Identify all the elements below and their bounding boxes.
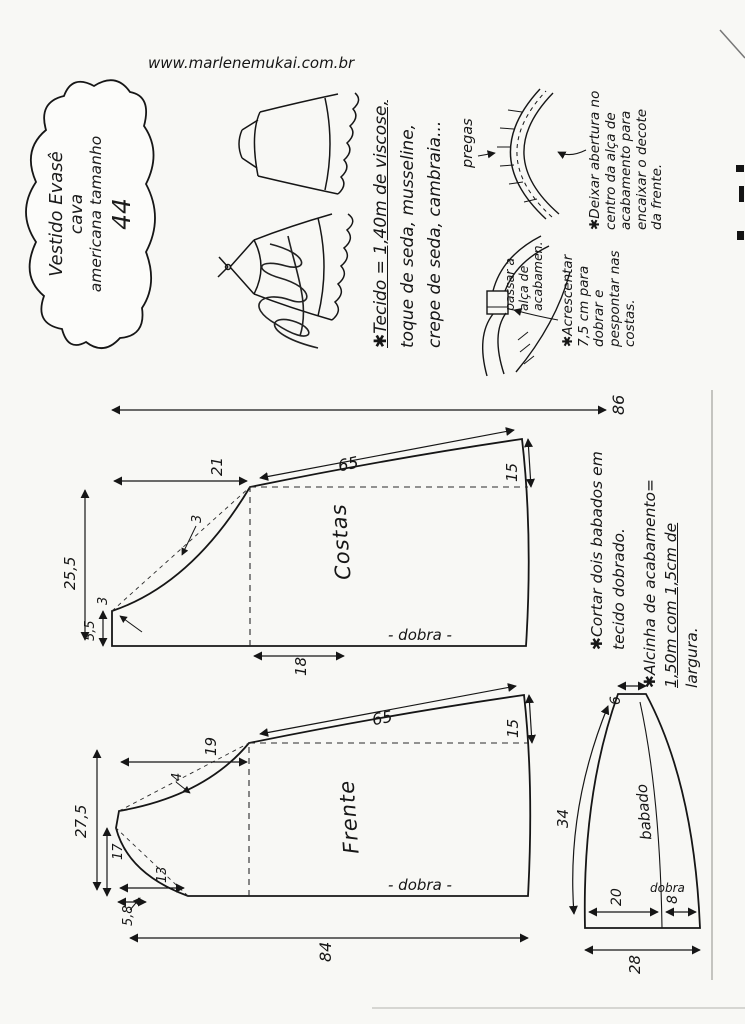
costas-outline [111,437,530,647]
costas-length-label: 86 [609,394,628,415]
title-line-3: americana tamanho [87,135,105,293]
costas-fold-label: - dobra - [388,626,452,644]
costas-top-width-label: 25,5 [61,556,79,590]
ruffle-note-line: tecido dobrado. [610,528,628,650]
costas-measure-arrows [80,405,607,661]
strap-note-line: 1,50m com 1,5cm de [662,522,680,688]
extension-note-line: 7,5 cm para [575,265,592,347]
ruffle-note: ✱Cortar dois babados em tecido dobrado. [586,451,630,650]
title-size: 44 [107,198,136,230]
signature-scribble [258,235,319,349]
back-strap-diagram [482,235,571,377]
extension-note-line: costas. [622,299,638,347]
frente-armhole-curve-label: 4 [170,772,185,781]
fabric-note-line: ✱Tecido = 1,40m de viscose, [371,100,391,348]
frente-side-label: 65 [370,706,395,730]
ruffle-note-line: ✱Cortar dois babados em [588,451,606,650]
frente-neck-width-label: 17 [111,843,126,860]
opening-note-line: acabamento para [618,110,634,230]
pattern-title: Vestido Evasê cava americana tamanho 44 [46,94,136,334]
frente-name: Frente [334,779,364,855]
babado-width-b-label: 8 [665,895,681,904]
costas-top-edge-label: 5,5 [83,620,98,641]
scan-artifacts [372,29,745,1009]
frente-construction-lines [115,742,528,897]
strap-pass-line: passar a [502,257,517,311]
title-line-2: cava [67,193,87,235]
title-line-1: Vestido Evasê [46,151,67,277]
pregas-label: pregas [460,118,476,168]
strap-pass-label: passar a alça de acabamen. [502,241,545,311]
babado-length-label: 34 [554,808,572,828]
fabric-note-line: crepe de seda, cambraia... [425,120,445,348]
opening-note-line: encaixar o decote [633,108,650,230]
frente-fold-label: - dobra - [388,876,452,894]
dress-sketch-back [238,92,360,195]
strap-note-line: ✱Alcinha de acabamento= [641,479,659,688]
strap-note-line: largura. [683,627,701,688]
opening-note-line: da frente. [649,163,665,230]
extension-note-line: ✱Acrescentar [560,254,576,347]
costas-construction-lines [111,486,528,646]
extension-note: ✱Acrescentar 7,5 cm para dobrar e pespon… [560,250,639,347]
frente-armhole-depth-label: 19 [202,736,220,756]
babado-end-width-label: 6 [608,696,624,705]
babado-width-a-label: 20 [609,888,625,906]
opening-note: ✱Deixar abertura no centro da alça de ac… [587,90,666,230]
opening-note-line: centro da alça de [602,112,619,230]
strap-pass-line: alça de [516,265,531,311]
costas-name: Costas [326,502,356,581]
frente-hem-flare-label: 15 [504,718,522,738]
frente-length-label: 84 [316,941,335,962]
dress-sketch-front [217,213,354,321]
costas-fold-mark-label: 18 [292,656,310,676]
costas-hem-flare-label: 15 [503,462,521,482]
extension-note-line: pespontar nas [606,250,623,347]
costas-neck-drop-label: 3 [96,596,111,605]
website-url: www.marlenemukai.com.br [148,54,355,72]
fabric-note: ✱Tecido = 1,40m de viscose, toque de sed… [368,100,449,348]
opening-note-line: ✱Deixar abertura no [587,90,603,230]
extension-note-line: dobrar e [591,289,607,347]
frente-measure-arrows [92,683,536,943]
frente-neck-depth-label: 13 [155,866,170,883]
strap-pass-line: acabamen. [530,241,545,311]
fabric-note-line: toque de seda, musseline, [398,123,418,348]
costas-armhole-depth-label: 21 [208,456,226,476]
strap-note: ✱Alcinha de acabamento= 1,50m com 1,5cm … [640,479,703,688]
neckline-pleats-diagram [477,88,587,220]
babado-width-total-label: 28 [626,954,644,974]
frente-strap-label: 5,8 [121,905,136,926]
babado-fold-label: dobra [650,881,685,895]
babado-measure-arrows [568,681,701,955]
costas-armhole-curve-label: 3 [190,514,205,523]
title-cloud-shape [25,79,156,349]
frente-top-width-label: 27,5 [72,804,90,838]
frente-outline [115,693,532,897]
